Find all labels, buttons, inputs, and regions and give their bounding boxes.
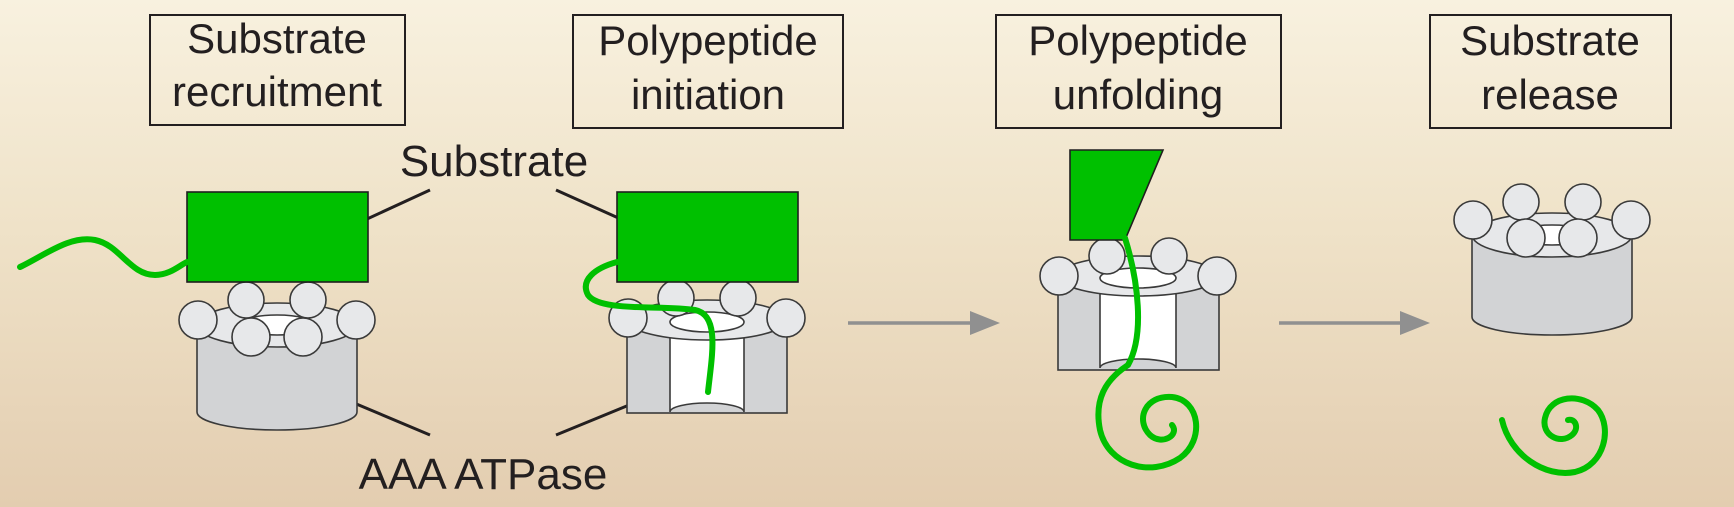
partially-unfolded-substrate — [1069, 149, 1165, 241]
arrow-1 — [848, 311, 1000, 335]
stage-label-line1: Substrate — [187, 15, 367, 62]
arrow-2 — [1279, 311, 1430, 335]
stage1-recruitment — [17, 191, 376, 431]
polypeptide-tail — [17, 236, 190, 278]
stage-label-recruitment: Substrate recruitment — [149, 14, 406, 126]
stage3-unfolding — [1039, 149, 1237, 471]
stage4-release — [1453, 183, 1651, 476]
stage-label-line1: Polypeptide — [598, 17, 818, 64]
stage2-initiation — [583, 191, 806, 414]
released-polypeptide-spiral — [1499, 395, 1608, 476]
substrate-block — [616, 191, 799, 283]
stage-label-line1: Polypeptide — [1028, 17, 1248, 64]
substrate-annotation: Substrate — [400, 137, 588, 186]
stage-label-line2: unfolding — [1053, 71, 1223, 118]
stage-label-unfolding: Polypeptide unfolding — [995, 14, 1282, 129]
stage-label-release: Substrate release — [1429, 14, 1672, 129]
stage-label-line2: release — [1481, 71, 1619, 118]
stage-label-line1: Substrate — [1460, 17, 1640, 64]
atpase-leader-left — [353, 401, 431, 437]
polypeptide-threading — [583, 259, 716, 395]
atpase-annotation: AAA ATPase — [359, 450, 608, 499]
atpase-ring — [1453, 183, 1651, 336]
atpase-ring — [178, 281, 376, 431]
atpase-cutaway — [608, 279, 806, 414]
atpase-leader-right — [555, 401, 635, 437]
unfolded-polypeptide-spiral — [1095, 235, 1200, 471]
stage-label-line2: initiation — [631, 71, 785, 118]
substrate-block — [186, 191, 369, 283]
stage-label-line2: recruitment — [172, 68, 382, 115]
stage-label-initiation: Polypeptide initiation — [572, 14, 844, 129]
